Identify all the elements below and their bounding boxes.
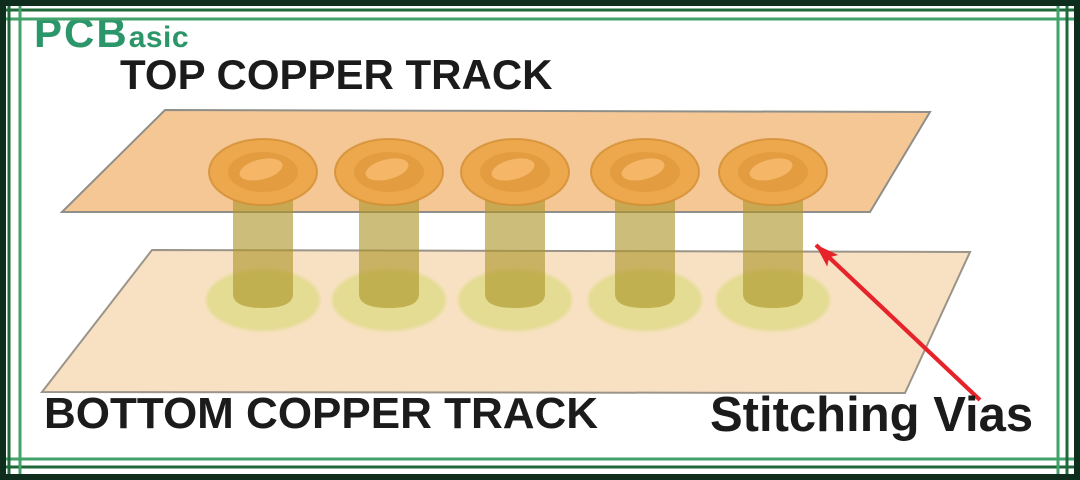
top-copper-track-label: TOP COPPER TRACK <box>120 51 553 98</box>
via-barrels-group <box>233 188 803 308</box>
via-top <box>460 138 570 206</box>
via-barrel <box>233 188 293 308</box>
via-barrel <box>359 188 419 308</box>
via-top <box>718 138 828 206</box>
via-tops-group <box>208 138 828 206</box>
via-top-highlight <box>749 158 793 181</box>
via-barrel <box>485 188 545 308</box>
stitching-vias-arrow <box>814 243 982 402</box>
via-top <box>334 138 444 206</box>
via-top <box>208 138 318 206</box>
bottom-copper-track-label: BOTTOM COPPER TRACK <box>44 389 599 438</box>
via-top-highlight <box>365 158 409 181</box>
pcbasic-logo: PCBasic <box>34 12 189 54</box>
via-top <box>590 138 700 206</box>
via-barrel <box>743 188 803 308</box>
via-top-highlight <box>621 158 665 181</box>
via-top-highlight <box>239 158 283 181</box>
logo-text-primary: PCB <box>34 9 129 56</box>
via-barrel <box>615 188 675 308</box>
via-top-highlight <box>491 158 535 181</box>
logo-text-secondary: asic <box>128 21 190 54</box>
stitching-vias-label: Stitching Vias <box>710 388 1034 442</box>
